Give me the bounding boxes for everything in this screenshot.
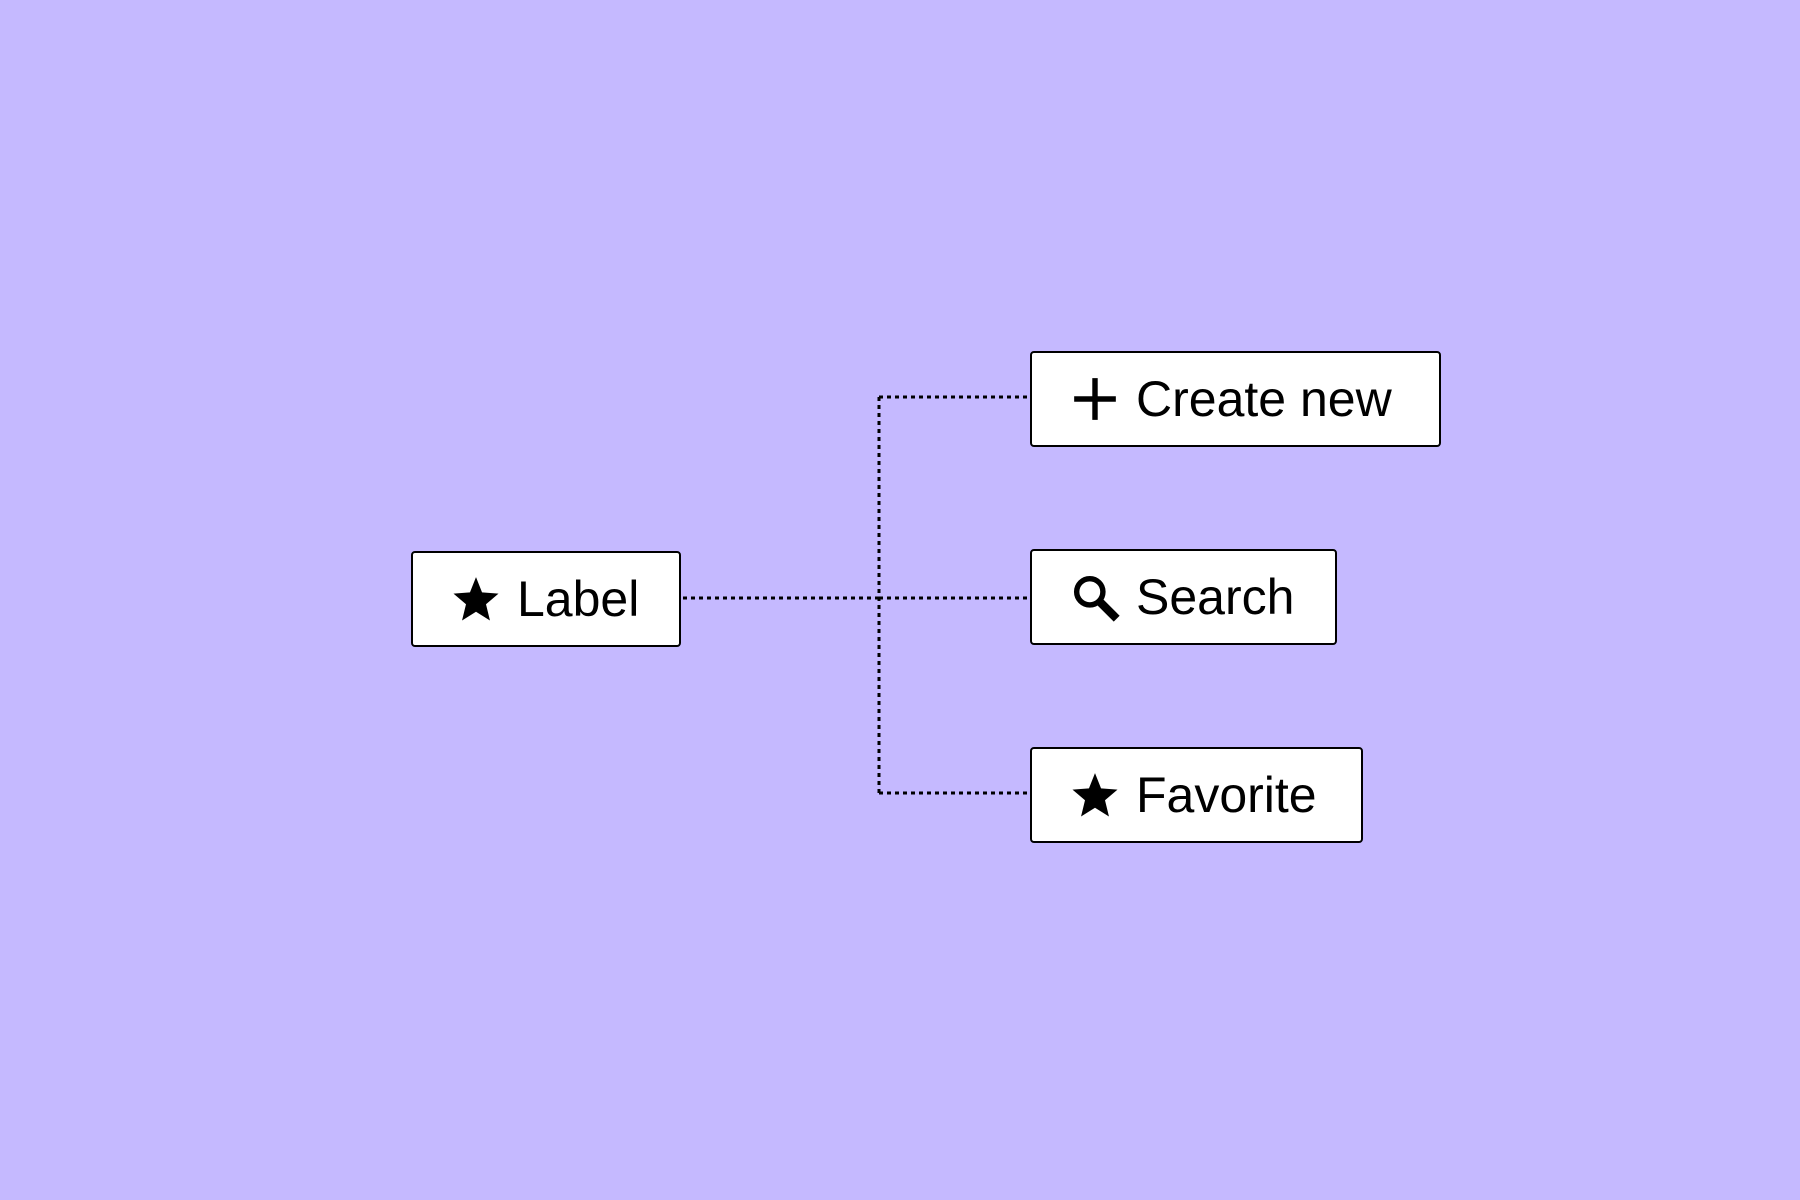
create-new-node[interactable]: Create new — [1030, 351, 1441, 447]
plus-icon — [1070, 374, 1120, 424]
star-icon — [451, 574, 501, 624]
favorite-text: Favorite — [1136, 767, 1317, 823]
star-icon — [1070, 770, 1120, 820]
create-new-text: Create new — [1136, 371, 1392, 427]
search-icon — [1070, 572, 1120, 622]
favorite-node[interactable]: Favorite — [1030, 747, 1363, 843]
root-node-label[interactable]: Label — [411, 551, 681, 647]
root-node-text: Label — [517, 571, 640, 627]
search-text: Search — [1136, 569, 1295, 625]
search-node[interactable]: Search — [1030, 549, 1337, 645]
